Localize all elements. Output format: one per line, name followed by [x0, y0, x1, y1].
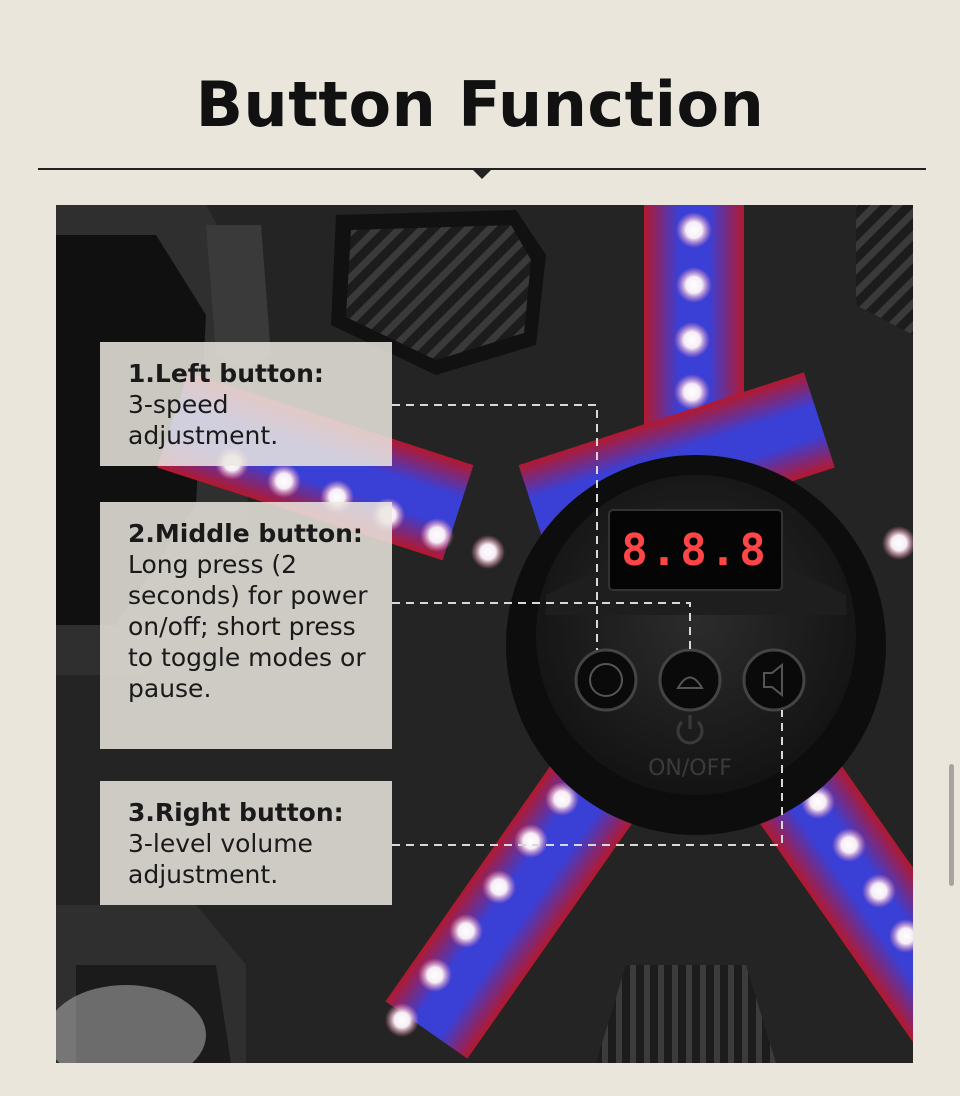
callout-left-button: 1.Left button: 3-speed adjustment. — [100, 342, 392, 466]
callout-heading: 2.Middle button: — [128, 519, 363, 548]
leader-lines — [392, 404, 783, 846]
callout-heading: 1.Left button: — [128, 359, 324, 388]
power-label: ON/OFF — [648, 756, 732, 781]
callout-right-button: 3.Right button: 3-level volume adjustmen… — [100, 781, 392, 905]
right-button — [742, 648, 806, 712]
callout-heading: 3.Right button: — [128, 798, 344, 827]
divider-notch — [472, 169, 492, 179]
callout-body: 3-level volume adjustment. — [128, 829, 313, 889]
power-icon — [676, 715, 704, 745]
left-button — [574, 648, 638, 712]
product-photo: 8.8.8 ON/OFF 1.Left button: 3-speed adju… — [56, 205, 913, 1063]
callout-body: 3-speed adjustment. — [128, 390, 279, 450]
callout-body: Long press (2 seconds) for power on/off;… — [128, 550, 368, 703]
led-display — [608, 509, 783, 591]
page-title: Button Function — [195, 68, 765, 141]
callout-middle-button: 2.Middle button: Long press (2 seconds) … — [100, 502, 392, 749]
middle-button — [658, 648, 722, 712]
device-illustration: 8.8.8 ON/OFF — [56, 205, 913, 1063]
display-readout: 8.8.8 — [621, 525, 768, 576]
scrollbar[interactable] — [949, 764, 954, 886]
